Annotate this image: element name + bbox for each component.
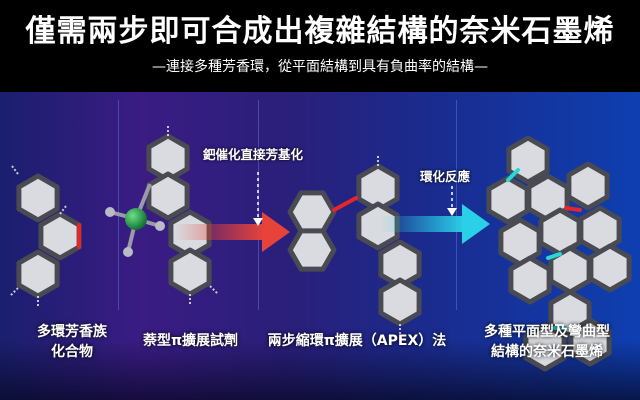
aromatic-ring bbox=[287, 190, 337, 234]
aromatic-ring bbox=[168, 247, 212, 297]
aromatic-ring bbox=[568, 317, 612, 367]
naphthyl-reagent-molecule bbox=[146, 126, 219, 304]
reaction-arrow-1 bbox=[175, 172, 290, 252]
aromatic-ring bbox=[146, 171, 190, 221]
caption-nanographene-line1: 多種平面型及彎曲型 bbox=[484, 324, 610, 340]
step-2-label: 環化反應 bbox=[420, 169, 471, 184]
si-atom-sphere bbox=[125, 208, 147, 230]
aromatic-ring bbox=[356, 201, 400, 251]
step-1-label: 鈀催化直接芳基化 bbox=[203, 147, 304, 162]
aromatic-ring bbox=[588, 243, 632, 293]
aromatic-ring bbox=[566, 161, 610, 211]
aromatic-ring bbox=[486, 175, 530, 225]
c-h-bond bbox=[59, 205, 67, 215]
c-h-bond bbox=[209, 285, 219, 295]
aromatic-ring bbox=[508, 255, 552, 305]
highlighted-bond bbox=[546, 252, 562, 260]
nanographene-molecule bbox=[486, 135, 632, 372]
caption-reagent: 萘型π擴展試劑 bbox=[142, 333, 239, 349]
caption-apex: 兩步縮環π擴展（APEX）法 bbox=[267, 333, 447, 349]
header-bar: 僅需兩步即可合成出複雜結構的奈米石墨烯 —連接多種芳香環，從平面結構到具有負曲率… bbox=[0, 0, 640, 92]
caption-pah-line2: 化合物 bbox=[51, 344, 93, 360]
aromatic-ring bbox=[16, 249, 60, 299]
aromatic-ring bbox=[38, 211, 82, 261]
page-title: 僅需兩步即可合成出複雜結構的奈米石墨烯 bbox=[25, 14, 615, 49]
aromatic-ring bbox=[523, 322, 567, 372]
aromatic-ring bbox=[378, 277, 422, 327]
c-h-bond bbox=[11, 165, 19, 175]
highlighted-bond bbox=[332, 196, 358, 212]
panel-divider bbox=[456, 100, 457, 310]
caption-nanographene: 多種平面型及彎曲型 結構的奈米石墨烯 bbox=[462, 322, 632, 362]
pah-molecule bbox=[9, 165, 82, 306]
caption-nanographene-line2: 結構的奈米石墨烯 bbox=[491, 344, 603, 360]
reaction-scheme bbox=[9, 126, 632, 372]
silicon-center bbox=[105, 183, 165, 257]
aromatic-ring bbox=[287, 228, 337, 272]
panel-divider bbox=[118, 100, 119, 310]
c-h-bond bbox=[9, 287, 19, 297]
caption-pah: 多環芳香族 化合物 bbox=[12, 322, 132, 362]
page-subtitle: —連接多種芳香環，從平面結構到具有負曲率的結構— bbox=[152, 59, 488, 75]
apex-intermediate-molecule bbox=[287, 156, 422, 336]
aromatic-ring bbox=[16, 173, 60, 223]
reaction-arrow-2 bbox=[380, 186, 490, 244]
highlighted-bond bbox=[564, 206, 582, 212]
caption-pah-line1: 多環芳香族 bbox=[37, 324, 107, 340]
highlighted-bond bbox=[506, 168, 520, 182]
